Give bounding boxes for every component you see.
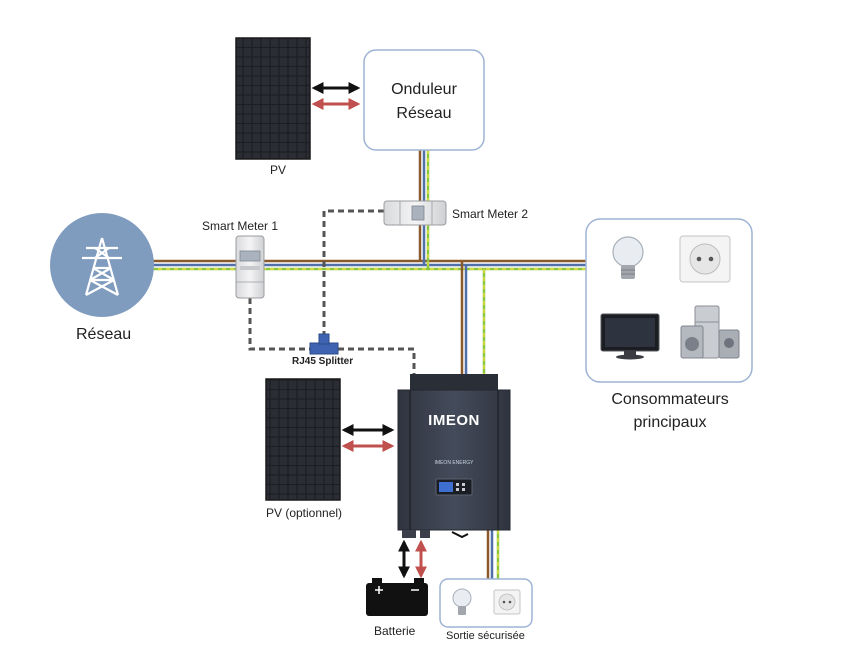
- battery-label: Batterie: [374, 624, 416, 638]
- grid-inverter-box: [363, 49, 485, 151]
- grid-inverter-label: Onduleur Réseau: [364, 78, 484, 126]
- light-bulb-icon: [452, 588, 472, 615]
- bus-to-imeon-cable: [460, 261, 486, 385]
- smart-meter-1-label: Smart Meter 1: [202, 219, 279, 233]
- grid-label: Réseau: [76, 326, 132, 343]
- backup-output-label: Sortie sécurisée: [446, 630, 525, 642]
- pv-top-label: PV: [270, 163, 287, 177]
- pv-panel-top: [235, 37, 311, 160]
- main-consumers-label: Consommateurs principaux: [580, 388, 760, 434]
- pv-optional-label: PV (optionnel): [266, 506, 343, 520]
- rj45-data-cables: [248, 209, 416, 386]
- rj45-splitter-icon: [309, 333, 339, 355]
- power-outlet-icon: [493, 589, 521, 615]
- pv-top-arrows: [311, 82, 361, 110]
- pv-panel-optional: [265, 378, 341, 501]
- smart-meter-1: [235, 235, 265, 299]
- imeon-subbrand-label: IMEON ENERGY: [434, 460, 474, 466]
- main-consumers-label-line1: Consommateurs: [611, 391, 729, 408]
- imeon-brand-label: IMEON: [428, 412, 480, 429]
- smart-meter-2-label: Smart Meter 2: [452, 207, 529, 221]
- grid-inverter-label-line1: Onduleur: [391, 81, 457, 98]
- solar-panel-icon: [235, 37, 311, 160]
- power-outlet-icon: [679, 235, 731, 283]
- grid-icon: [50, 213, 154, 317]
- backup-output-box: [439, 578, 533, 628]
- main-consumers-label-line2: principaux: [633, 414, 707, 431]
- smart-meter-2: [383, 200, 447, 226]
- electricity-pylon-icon: [82, 237, 122, 296]
- television-icon: [600, 313, 660, 360]
- ac-bus-cable: [150, 259, 586, 271]
- pv-optional-arrows: [341, 424, 395, 452]
- imeon-to-backup-cable: [486, 530, 500, 582]
- home-appliances-icon: [680, 305, 740, 359]
- grid-inverter-label-line2: Réseau: [396, 105, 452, 122]
- battery-icon: [366, 578, 428, 616]
- battery-arrows: [398, 539, 427, 579]
- rj45-splitter-label: RJ45 Splitter: [292, 356, 354, 367]
- imeon-inverter: [397, 374, 511, 539]
- light-bulb-icon: [612, 236, 644, 279]
- main-consumers-box: [585, 218, 753, 383]
- solar-panel-icon: [265, 378, 341, 501]
